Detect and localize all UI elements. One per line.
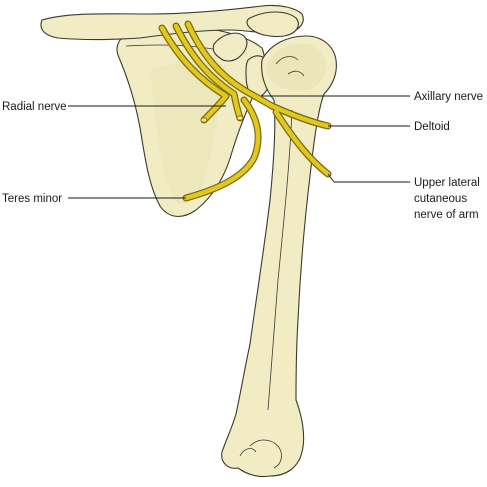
labels: Radial nerve Teres minor Axillary nerve … (2, 91, 483, 221)
upper-lateral-label-line2: cutaneous (414, 193, 467, 205)
axillary-nerve (241, 87, 275, 109)
nerves (158, 20, 332, 202)
upper-lateral-label-line3: nerve of arm (414, 209, 479, 221)
radial-nerve-cut-end (200, 117, 208, 123)
scapula (116, 25, 271, 217)
leader-lines (68, 95, 410, 199)
greater-tubercle-edge (275, 56, 305, 77)
coracoid-process (212, 32, 248, 62)
upper-lateral-label-line1: Upper lateral (414, 177, 480, 189)
clavicle (40, 4, 304, 62)
scapula-shading (150, 62, 226, 205)
teres-minor-label: Teres minor (2, 193, 62, 205)
condyle-contour (239, 439, 282, 469)
teres-minor-branch (183, 97, 261, 201)
brachial-cord-1 (159, 25, 229, 99)
brachial-cord-2 (173, 23, 237, 97)
radial-nerve-cut-end-2 (236, 115, 244, 121)
humeral-head-shading (266, 43, 326, 91)
humerus (221, 35, 337, 478)
acromion (246, 11, 299, 38)
radial-nerve-label: Radial nerve (2, 101, 67, 113)
upper-lateral-leader-a (327, 173, 335, 183)
deltoid-label: Deltoid (414, 121, 450, 133)
shaft-contour (267, 109, 293, 411)
axillary-nerve-label: Axillary nerve (414, 91, 483, 103)
humerus-shaft (221, 35, 337, 478)
deltoid-branch (269, 103, 331, 129)
brachial-cord-3 (185, 21, 247, 93)
upper-lateral-cutaneous-branch (273, 109, 331, 177)
